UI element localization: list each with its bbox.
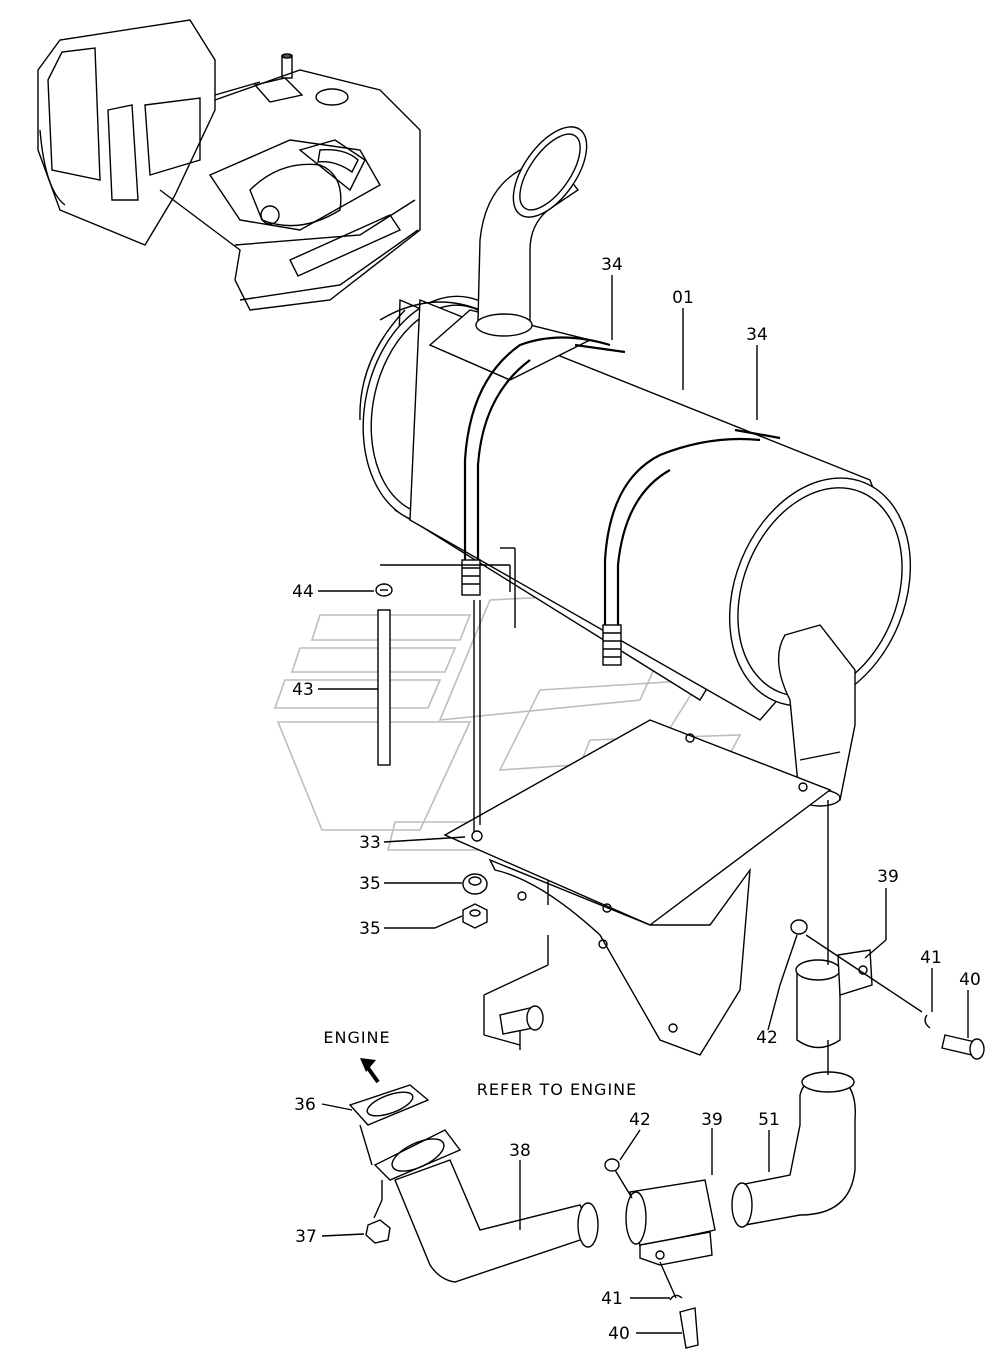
callout-51: 51	[758, 1110, 780, 1130]
callout-43: 43	[292, 680, 314, 700]
callout-39-lower: 39	[701, 1110, 723, 1130]
callout-40-upper: 40	[959, 970, 981, 990]
callout-37: 37	[295, 1227, 317, 1247]
callout-42-upper: 42	[756, 1028, 778, 1048]
callout-44: 44	[292, 582, 314, 602]
callout-39-upper: 39	[877, 867, 899, 887]
u-bolts	[461, 336, 781, 666]
mounting-bracket	[443, 719, 832, 1056]
callout-35-upper: 35	[359, 874, 381, 894]
excavator-overview	[37, 19, 421, 311]
elbow-pipe-51	[731, 1071, 856, 1228]
nuts-35	[462, 873, 488, 929]
exhaust-pipe-38	[348, 1084, 599, 1283]
callout-40-lower: 40	[608, 1324, 630, 1344]
callout-36: 36	[294, 1095, 316, 1115]
callout-42-lower: 42	[629, 1110, 651, 1130]
leader-lines	[318, 275, 969, 1334]
callout-01: 01	[672, 288, 694, 308]
refer-to-engine-note: REFER TO ENGINE	[477, 1080, 637, 1099]
engine-note: ENGINE	[323, 1028, 390, 1047]
callout-34-left: 34	[601, 255, 623, 275]
lower-clamp-assembly	[604, 1158, 716, 1349]
engine-bolt	[499, 1005, 544, 1035]
callout-38: 38	[509, 1141, 531, 1161]
callouts: 34 01 34 44 43 33 35 35 39 41 40 42 36 3…	[292, 255, 981, 1344]
callout-33: 33	[359, 833, 381, 853]
muffler-body	[359, 126, 912, 807]
tube-assembly	[375, 583, 393, 766]
callout-41-lower: 41	[601, 1289, 623, 1309]
callout-35-lower: 35	[359, 919, 381, 939]
callout-41-upper: 41	[920, 948, 942, 968]
engine-arrow-icon	[360, 1058, 380, 1084]
callout-34-right: 34	[746, 325, 768, 345]
